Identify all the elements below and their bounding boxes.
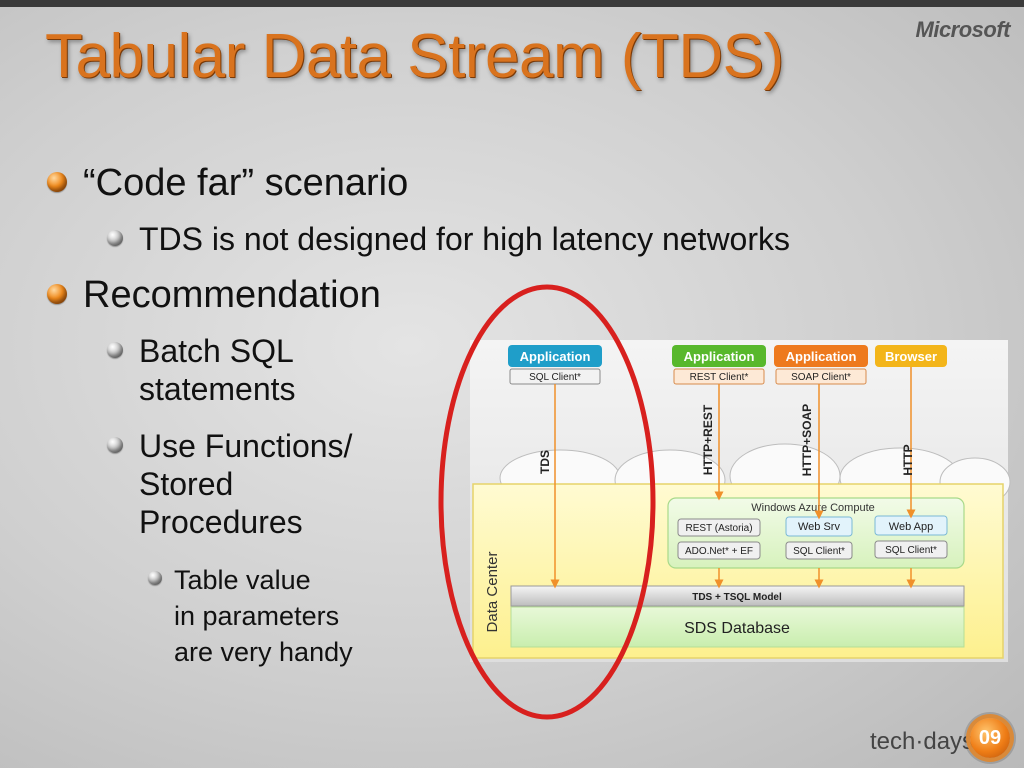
client-sub-label: SOAP Client* <box>791 372 851 383</box>
bullet-text: “Code far” scenario <box>83 162 409 204</box>
gray-bullet-icon <box>107 437 123 453</box>
sql-client-box <box>874 540 948 559</box>
bullet-line: statements <box>139 371 296 407</box>
azure-compute-label: Windows Azure Compute <box>751 502 875 514</box>
sql-client-label: SQL Client* <box>885 545 937 556</box>
sql-client-box <box>785 541 853 560</box>
bullet-text: Batch SQL statements <box>139 332 296 408</box>
bullet-tds-latency: TDS is not designed for high latency net… <box>107 220 790 258</box>
ado-net-label: ADO.Net* + EF <box>685 546 753 557</box>
protocol-label: TDS <box>538 450 552 474</box>
bullet-text: Recommendation <box>83 274 381 316</box>
highlight-ellipse <box>438 284 656 720</box>
gray-bullet-icon <box>148 571 162 585</box>
top-bar <box>0 0 1024 7</box>
protocol-label: HTTP <box>901 444 915 475</box>
orange-bullet-icon <box>47 172 67 192</box>
client-sub-box <box>775 368 867 385</box>
bullet-line: Table value <box>174 565 311 595</box>
bullet-recommendation: Recommendation <box>47 274 381 316</box>
bullet-text: Use Functions/ Stored Procedures <box>139 427 352 541</box>
bullet-line: Use Functions/ <box>139 428 353 464</box>
bullet-text: Table value in parameters are very handy <box>174 562 353 670</box>
bullet-batch-sql: Batch SQL statements <box>107 332 296 408</box>
client-browser-label: Browser <box>885 349 937 364</box>
tds-model-bar <box>510 585 965 607</box>
protocol-label: HTTP+SOAP <box>800 404 814 476</box>
data-center-label: Data Center <box>484 552 501 633</box>
bullet-text: TDS is not designed for high latency net… <box>139 221 790 257</box>
bullet-code-far: “Code far” scenario <box>47 162 408 204</box>
web-srv-label: Web Srv <box>798 521 840 533</box>
bullet-line: Stored <box>139 466 234 502</box>
sds-database-box <box>510 606 965 648</box>
bullet-line: Procedures <box>139 504 303 540</box>
bullet-line: Batch SQL <box>139 333 294 369</box>
web-app-label: Web App <box>889 521 933 533</box>
ado-net-box <box>677 541 761 560</box>
client-app-tile <box>672 345 766 367</box>
tds-model-label: TDS + TSQL Model <box>692 592 782 603</box>
techdays-logo-text: tech·days <box>870 728 975 755</box>
slide-title: Tabular Data Stream (TDS) <box>45 22 784 91</box>
sds-database-label: SDS Database <box>684 620 790 637</box>
client-sub-label: SQL Client* <box>529 372 581 383</box>
gray-bullet-icon <box>107 342 123 358</box>
sql-client-label: SQL Client* <box>793 546 845 557</box>
microsoft-logo: Microsoft <box>915 17 1011 42</box>
client-app-tile <box>774 345 868 367</box>
rest-astoria-label: REST (Astoria) <box>685 523 752 534</box>
bullet-table-value: Table value in parameters are very handy <box>148 562 353 670</box>
client-app-label: Application <box>684 349 755 364</box>
techdays-09-badge: 09 <box>970 718 1010 758</box>
client-sub-label: REST Client* <box>690 372 749 383</box>
bullet-line: are very handy <box>174 637 353 667</box>
bullet-line: in parameters <box>174 601 340 631</box>
rest-astoria-box <box>677 518 761 537</box>
protocol-label: HTTP+REST <box>701 404 715 475</box>
gray-bullet-icon <box>107 230 123 246</box>
orange-bullet-icon <box>47 284 67 304</box>
client-browser-tile <box>875 345 947 367</box>
client-app-label: Application <box>786 349 857 364</box>
bullet-functions: Use Functions/ Stored Procedures <box>107 427 352 541</box>
client-app-tile <box>508 345 602 367</box>
client-app-label: Application <box>520 349 591 364</box>
